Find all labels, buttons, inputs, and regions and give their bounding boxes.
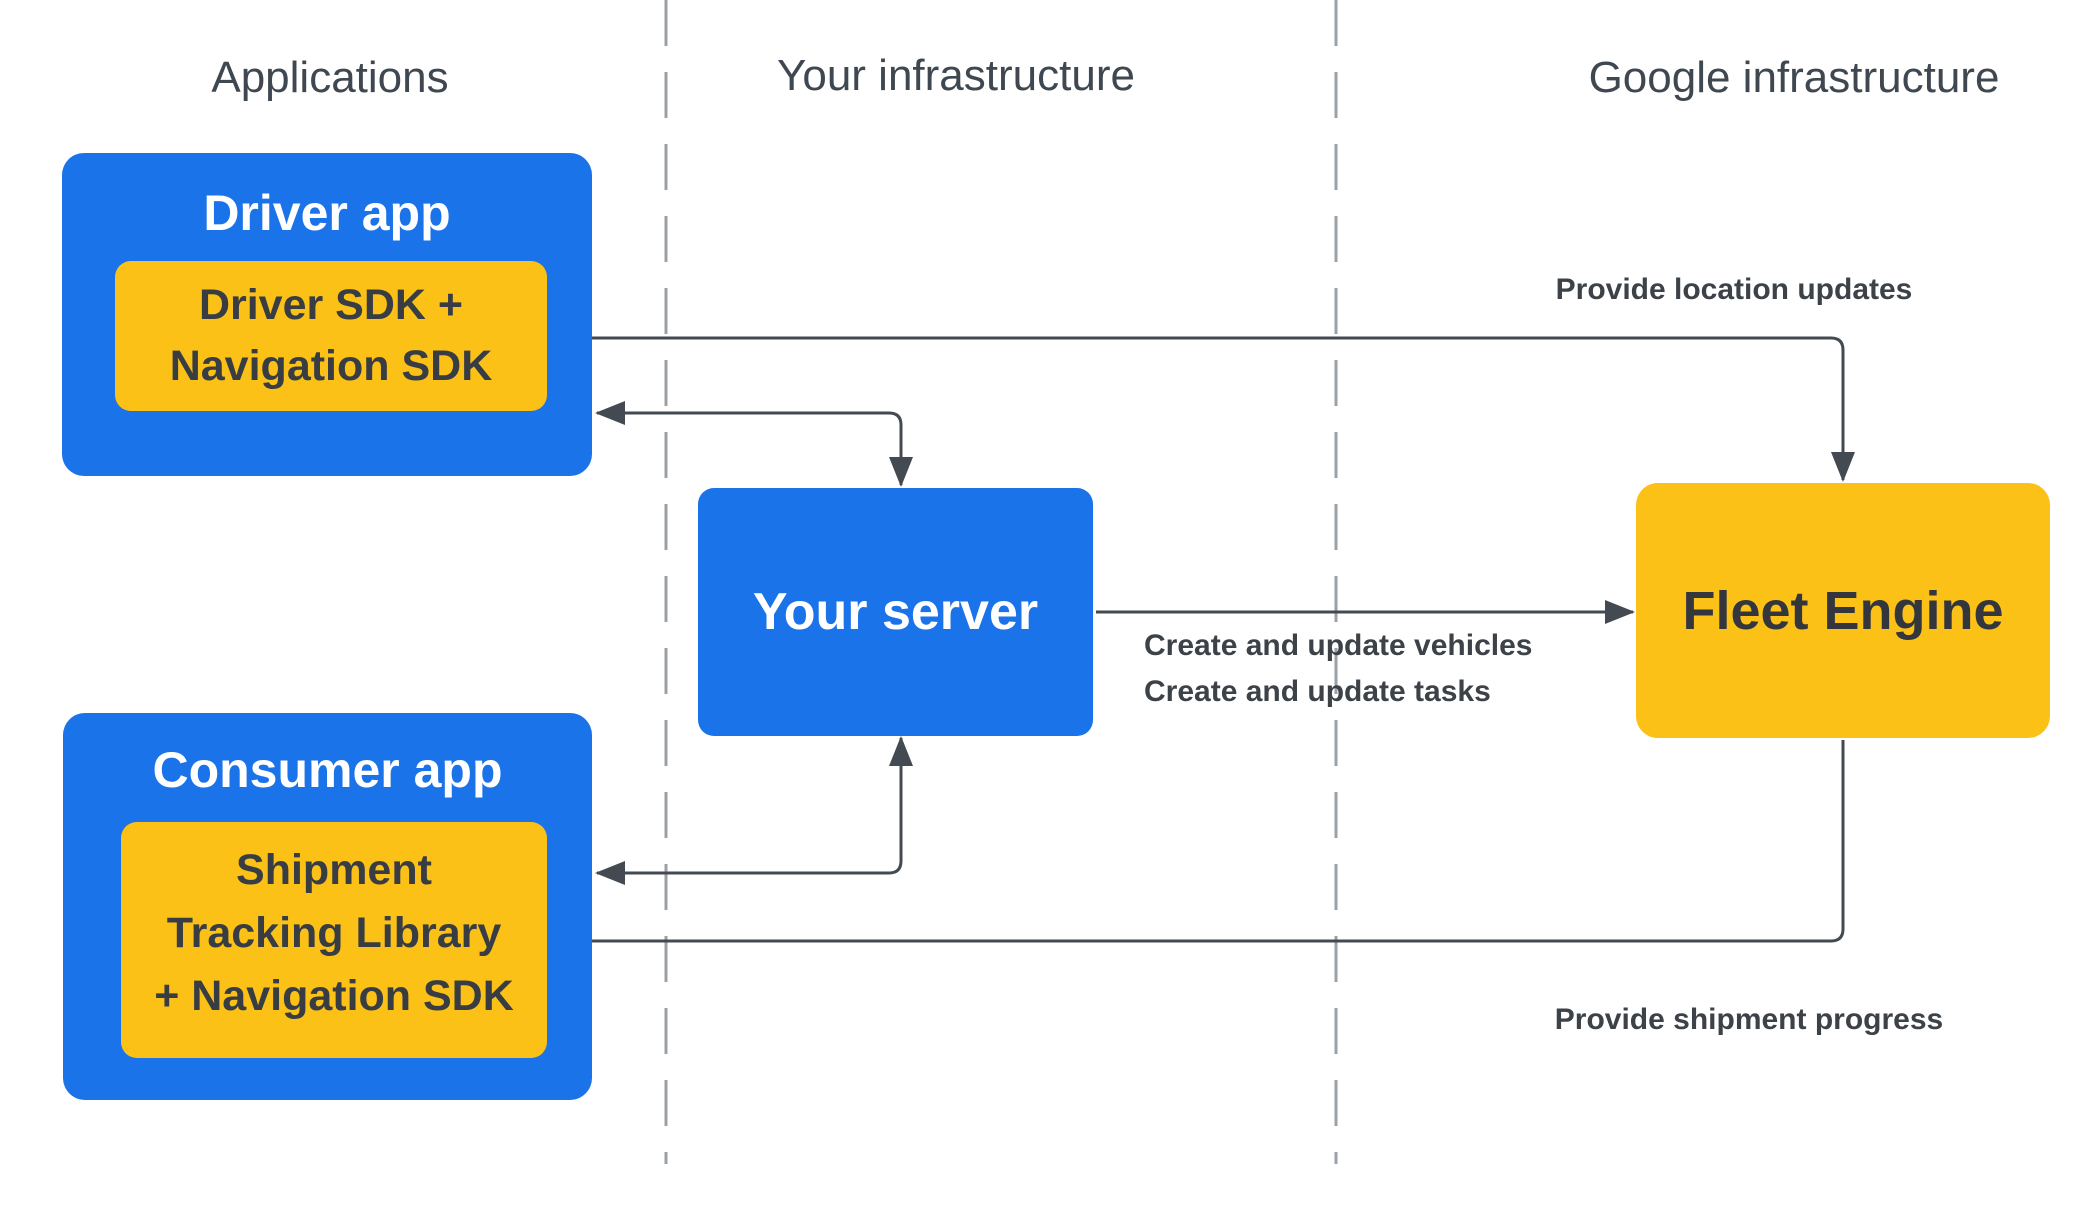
driver-app-node: Driver app Driver SDK + Navigation SDK — [62, 153, 592, 476]
driver-sdk-node: Driver SDK + Navigation SDK — [115, 261, 547, 411]
edge-label-create-and-update: Create and update vehicles Create and up… — [1144, 629, 1533, 708]
consumer-app-node: Consumer app Shipment Tracking Library +… — [63, 713, 592, 1100]
consumer-app-title: Consumer app — [152, 742, 503, 798]
column-header-google-infrastructure: Google infrastructure — [1588, 53, 2000, 102]
shipment-tracking-library-node: Shipment Tracking Library + Navigation S… — [121, 822, 547, 1058]
your-server-node: Your server — [698, 488, 1093, 736]
column-header-your-infrastructure: Your infrastructure — [777, 51, 1135, 100]
fleet-engine-node: Fleet Engine — [1636, 483, 2050, 738]
connector-your-server-consumer-app — [595, 736, 913, 885]
column-header-applications: Applications — [211, 53, 449, 102]
edge-label-provide-shipment-progress: Provide shipment progress — [1554, 1003, 1944, 1036]
connector-fleet-engine-consumer-sdk — [551, 740, 1845, 953]
edge-label-provide-location-updates: Provide location updates — [1555, 273, 1913, 306]
connector-driver-sdk-fleet-engine — [549, 326, 1855, 482]
connector-driver-app-your-server — [595, 401, 913, 487]
driver-app-title: Driver app — [203, 185, 451, 241]
